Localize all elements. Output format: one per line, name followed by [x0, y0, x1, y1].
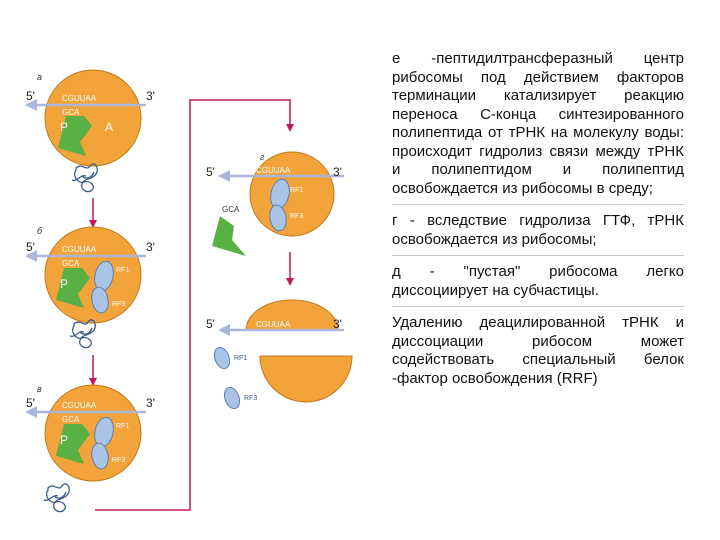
rf3-label-d: RF3	[244, 395, 257, 402]
panel-b: б 5' 3' CGUUAA GCA P RF1 RF3	[25, 226, 155, 349]
codon-v: CGUUAA	[62, 401, 97, 410]
p-site-a: P	[60, 120, 68, 134]
rf3-factor-v	[91, 442, 109, 470]
anticodon-g: GCA	[222, 205, 240, 214]
rf1-label-g: RF1	[290, 187, 303, 194]
anticodon-v: GCA	[62, 415, 80, 424]
mrna-arrowhead-a	[25, 99, 37, 111]
five-prime-d: 5'	[206, 317, 215, 331]
panel-a: а 5' 3' CGUUAA GCA P A	[25, 69, 155, 193]
three-prime-b: 3'	[146, 240, 155, 254]
translation-termination-diagram: а 5' 3' CGUUAA GCA P A б 5' 3' CGUUAA GC…	[25, 69, 353, 513]
codon-g: CGUUAA	[256, 166, 291, 175]
divider-2	[392, 255, 684, 256]
paragraph-d: д - "пустая" рибосома легко диссоциирует…	[392, 263, 684, 299]
trna-b	[56, 268, 90, 308]
divider-3	[392, 306, 684, 307]
mrna-arrowhead-v	[25, 406, 37, 418]
anticodon-a: GCA	[62, 108, 80, 117]
panel-label-b: б	[37, 226, 43, 236]
paragraph-rrf: Удалению деацилированной тРНК и диссоциа…	[392, 314, 684, 387]
panel-label-v: в	[37, 384, 42, 394]
explanation-text: е -пептидилтрансферазный центр рибосомы …	[392, 50, 684, 388]
panel-g: г 5' 3' CGUUAA RF1 RF3 GCA	[206, 151, 344, 256]
arrow-v-to-g	[95, 99, 294, 511]
codon-b: CGUUAA	[62, 245, 97, 254]
three-prime-v: 3'	[146, 396, 155, 410]
released-trna-g	[212, 216, 246, 256]
polypeptide-a	[71, 163, 98, 193]
anticodon-b: GCA	[62, 259, 80, 268]
trna-v	[56, 424, 90, 464]
three-prime-g: 3'	[333, 165, 342, 179]
five-prime-a: 5'	[26, 89, 35, 103]
rf1-label-d: RF1	[234, 355, 247, 362]
rf3-factor-g	[269, 204, 287, 232]
divider-1	[392, 204, 684, 205]
polypeptide-b	[69, 319, 96, 349]
small-subunit-d	[245, 299, 339, 331]
large-subunit-d	[259, 355, 353, 403]
polypeptide-v	[43, 483, 70, 513]
trna-a	[58, 116, 92, 156]
rf3-label-g: RF3	[290, 213, 303, 220]
rf3-factor-d	[223, 386, 241, 410]
five-prime-g: 5'	[206, 165, 215, 179]
rf3-label-b: RF3	[112, 301, 125, 308]
five-prime-b: 5'	[26, 240, 35, 254]
mrna-arrowhead-b	[25, 250, 37, 262]
mrna-arrowhead-g	[218, 170, 230, 182]
rf3-label-v: RF3	[112, 457, 125, 464]
p-site-v: P	[60, 433, 68, 447]
process-arrows	[89, 99, 294, 511]
paragraph-e: е -пептидилтрансферазный центр рибосомы …	[392, 50, 684, 197]
rf1-label-v: RF1	[116, 423, 129, 430]
rf1-factor-d	[213, 346, 231, 370]
ribosome-g	[249, 151, 335, 237]
codon-a: CGUUAA	[62, 94, 97, 103]
mrna-arrowhead-d	[218, 324, 230, 336]
rf1-label-b: RF1	[116, 267, 129, 274]
p-site-b: P	[60, 277, 68, 291]
panel-d: д 5' 3' CGUUAA RF1 RF3	[206, 299, 353, 410]
panel-label-g: г	[260, 152, 265, 162]
codon-d: CGUUAA	[256, 320, 291, 329]
rf3-factor-b	[91, 286, 109, 314]
a-site-a: A	[105, 120, 113, 134]
three-prime-a: 3'	[146, 89, 155, 103]
panel-label-a: а	[37, 72, 42, 82]
five-prime-v: 5'	[26, 396, 35, 410]
ribosome-b	[44, 226, 142, 324]
panel-v: в 5' 3' CGUUAA GCA P RF1 RF3	[25, 384, 155, 513]
paragraph-g: г - вследствие гидролиза ГТФ, тРНК освоб…	[392, 212, 684, 248]
ribosome-a	[44, 69, 142, 167]
three-prime-d: 3'	[333, 317, 342, 331]
